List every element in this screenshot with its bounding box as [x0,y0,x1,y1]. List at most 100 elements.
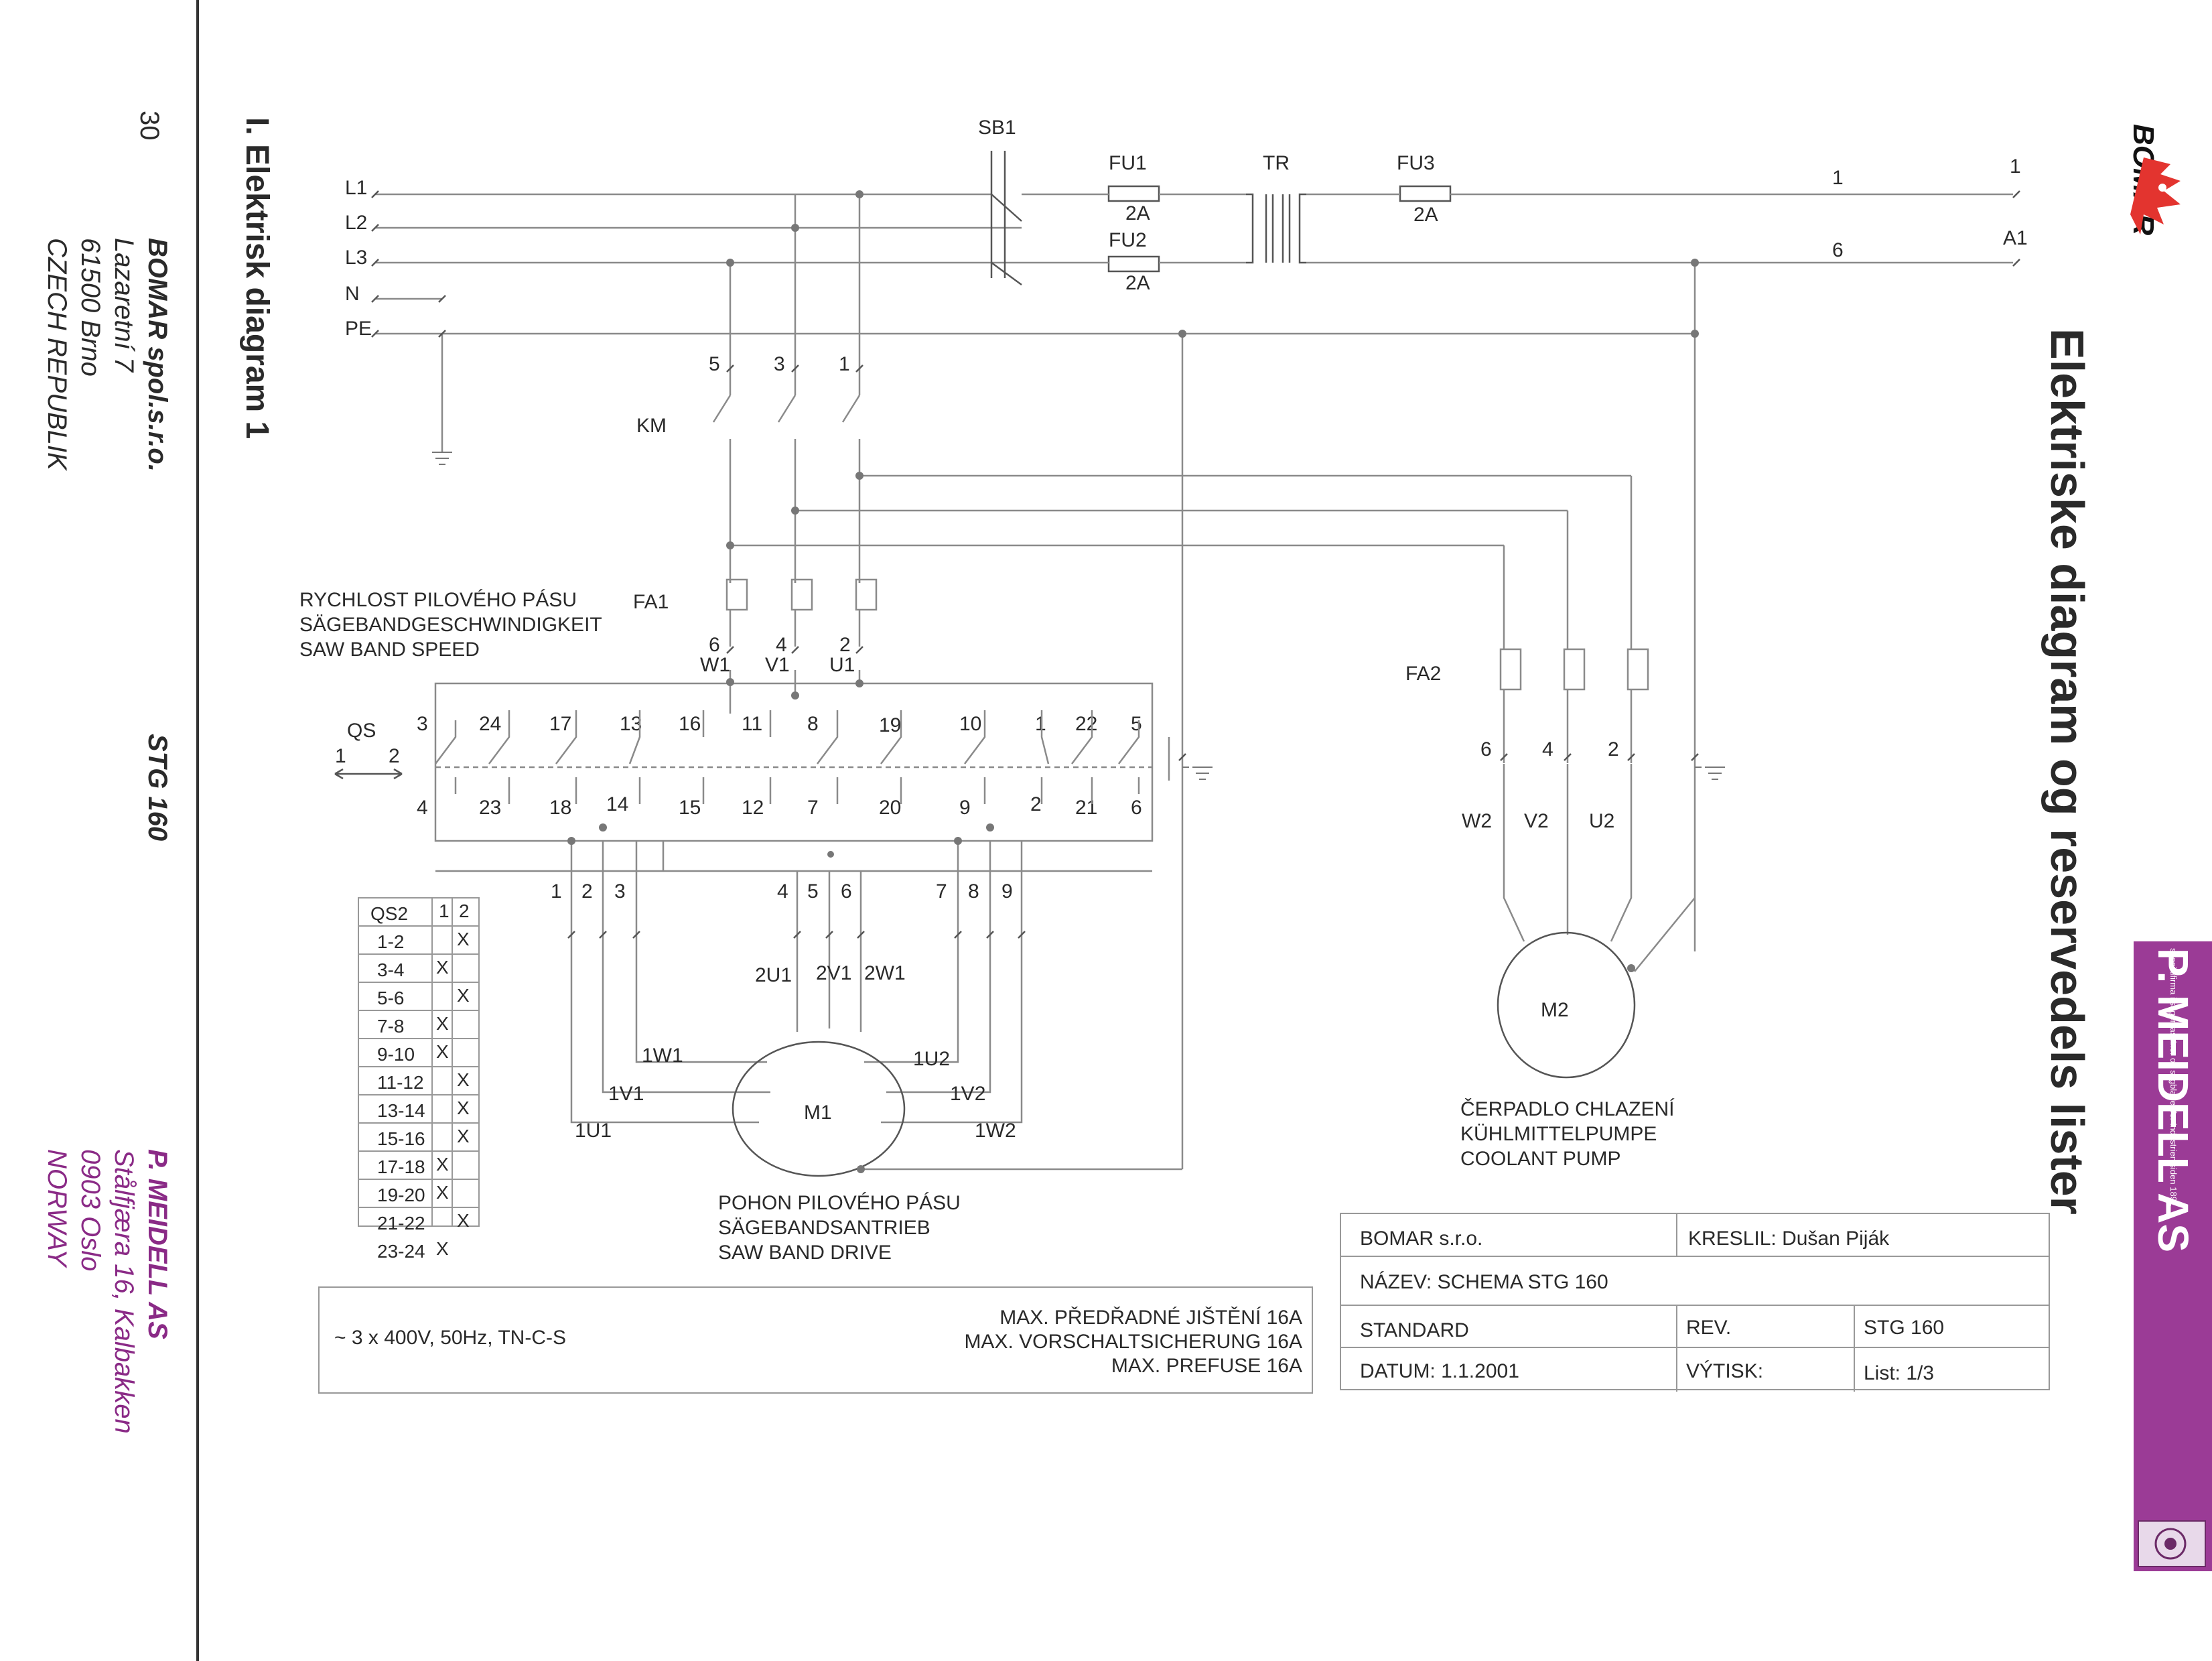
qs2-row-pos1: X [436,1238,449,1259]
qs-switch: QS 1 2 3 24 17 13 16 11 8 19 10 1 22 5 4 [334,670,1725,872]
svg-text:A1: A1 [2003,227,2028,249]
prefuse-en: MAX. PREFUSE 16A [1111,1355,1302,1377]
qs2-row-label: 15-16 [377,1128,425,1149]
svg-text:12: 12 [742,797,764,819]
svg-text:1U2: 1U2 [913,1048,950,1070]
qs2-row-label: 1-2 [377,931,405,952]
svg-text:KÜHLMITTELPUMPE: KÜHLMITTELPUMPE [1460,1123,1657,1145]
svg-text:8: 8 [807,713,819,735]
qs2-row-pos1: X [436,1013,449,1034]
svg-text:4: 4 [1542,738,1553,760]
svg-text:8: 8 [968,880,979,903]
svg-text:7: 7 [936,880,947,903]
svg-text:1: 1 [2010,155,2021,178]
svg-text:1V2: 1V2 [950,1083,985,1105]
qs2-row-label: 9-10 [377,1044,415,1065]
svg-text:1: 1 [839,353,850,375]
svg-text:M1: M1 [804,1102,832,1124]
svg-text:1: 1 [551,880,562,903]
svg-text:5: 5 [807,880,819,903]
svg-text:1: 1 [1832,167,1844,189]
qs2-row-pos1: X [436,1182,449,1203]
svg-text:18: 18 [549,797,571,819]
qs2-row-pos1: X [436,1154,449,1175]
svg-text:10: 10 [959,713,981,735]
manufacturer-street: Lazaretní 7 [109,238,139,373]
svg-text:1U1: 1U1 [575,1120,612,1142]
svg-text:KM: KM [636,415,667,437]
svg-text:24: 24 [479,713,501,735]
line-label-l1: L1 [345,177,367,199]
fuse-fu1 [1107,185,1160,202]
svg-text:2V1: 2V1 [816,962,851,984]
svg-text:2A: 2A [1413,204,1438,226]
qs2-row-label: 19-20 [377,1185,425,1205]
qs2-header-col2: 2 [459,901,470,921]
title-block: BOMAR s.r.o. KRESLIL: Dušan Piják NÁZEV:… [1340,1213,2050,1392]
fu3-label: FU3 [1397,152,1435,174]
banner-subtitle: spesialfirma i sagemaskiner og sagblader… [2168,948,2179,1206]
qs2-row-label: 7-8 [377,1016,405,1037]
svg-text:11: 11 [742,713,762,735]
qs2-table [358,897,480,1227]
fuse-fu3 [1399,185,1452,202]
supply-lines: L1 L2 L3 N PE [345,177,1695,465]
svg-text:20: 20 [879,797,901,819]
svg-text:ČERPADLO CHLAZENÍ: ČERPADLO CHLAZENÍ [1460,1098,1675,1120]
svg-text:3: 3 [417,713,428,735]
svg-text:14: 14 [606,793,628,815]
svg-text:15: 15 [679,797,701,819]
qs2-row-label: 23-24 [377,1241,425,1262]
qs-top-labels: 3 24 17 13 16 11 8 19 10 1 22 5 [417,713,1142,736]
svg-text:5: 5 [1131,713,1142,735]
manufacturer-name: BOMAR spol.s.r.o. [143,238,172,472]
qs2-row-pos2: X [457,1069,470,1090]
fa2-relay: FA2 6 W2 4 V2 2 U2 [1405,476,1696,972]
svg-text:U1: U1 [829,654,855,676]
svg-text:SÄGEBANDGESCHWINDIGKEIT: SÄGEBANDGESCHWINDIGKEIT [299,614,602,636]
svg-text:RYCHLOST PILOVÉHO PÁSU: RYCHLOST PILOVÉHO PÁSU [299,589,577,611]
svg-text:17: 17 [549,713,571,735]
supply-box: ~ 3 x 400V, 50Hz, TN-C-S MAX. PŘEDŘADNÉ … [318,1286,1313,1394]
line-label-l2: L2 [345,212,367,234]
svg-text:2A: 2A [1125,272,1150,294]
svg-text:21: 21 [1075,797,1097,819]
dealer-city: 0903 Oslo [76,1149,105,1271]
m2-motor: M2 [1497,931,1636,1079]
svg-text:3: 3 [614,880,626,903]
svg-text:6: 6 [1131,797,1142,819]
svg-text:QS: QS [347,720,376,742]
svg-text:2W1: 2W1 [864,962,906,984]
m1-motor: M1 2U1 2V1 2W1 1W1 1V1 1U1 1U2 1V2 1W2 [575,962,1016,1177]
svg-text:COOLANT PUMP: COOLANT PUMP [1460,1148,1621,1170]
svg-text:13: 13 [620,713,642,735]
svg-text:5: 5 [709,353,720,375]
line-label-n: N [345,283,360,305]
fu1-label: FU1 [1109,152,1147,174]
svg-text:W2: W2 [1462,810,1492,832]
junction-dots [567,190,1699,1173]
sb1-switch: SB1 [978,117,1022,286]
svg-text:SÄGEBANDSANTRIEB: SÄGEBANDSANTRIEB [718,1217,930,1239]
svg-text:4: 4 [417,797,428,819]
supply-voltage: ~ 3 x 400V, 50Hz, TN-C-S [334,1327,566,1349]
fa1-relay: FA1 6 W1 4 V1 2 U1 [633,578,878,676]
svg-text:2U1: 2U1 [755,964,792,986]
svg-text:SB1: SB1 [978,117,1016,139]
svg-text:23: 23 [479,797,501,819]
svg-text:2: 2 [1608,738,1619,760]
svg-text:1: 1 [1035,713,1046,735]
qs2-header-col1: 1 [439,901,450,921]
qs2-row-pos2: X [457,1098,470,1118]
qs2-row-pos2: X [457,1126,470,1146]
title-standard: STANDARD [1360,1319,1469,1341]
svg-text:FA1: FA1 [633,591,669,613]
svg-text:SAW BAND SPEED: SAW BAND SPEED [299,639,480,661]
dealer-street: Stålfjæra 16, Kalbakken [109,1149,139,1434]
km-contactor: KM 5 3 1 [636,194,1696,1169]
svg-text:6: 6 [1480,738,1492,760]
svg-text:4: 4 [777,880,788,903]
svg-text:16: 16 [679,713,701,735]
svg-text:7: 7 [807,797,819,819]
qs-bottom-labels: 4 23 18 14 15 12 7 20 9 2 21 6 [417,793,1142,819]
